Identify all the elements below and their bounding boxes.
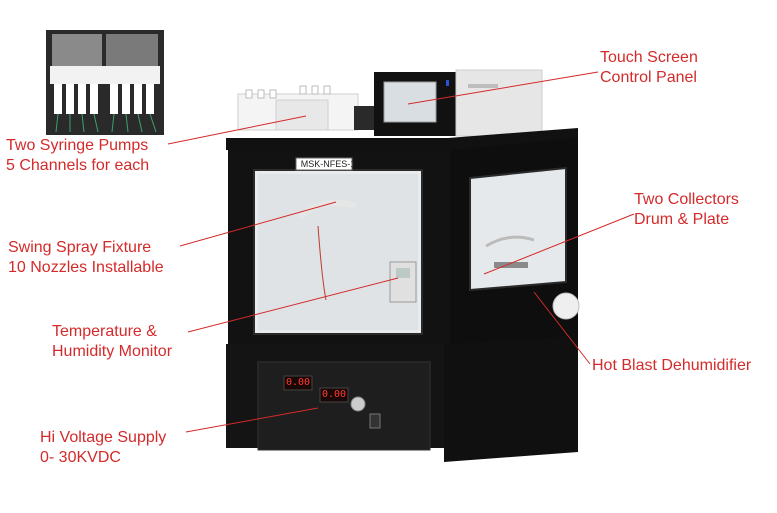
syringe-pump-inset-photo [46, 30, 164, 135]
right-readout-display: 0.00 [321, 389, 347, 400]
callout-dehumidifier-line-1: Hot Blast Dehumidifier [592, 357, 752, 374]
callout-hv-supply: Hi Voltage Supply 0- 30KVDC [40, 428, 166, 468]
model-plate-text: MSK-NFES-1 [300, 159, 356, 169]
callout-collectors-line-1: Two Collectors [634, 191, 739, 208]
callout-spray-fixture: Swing Spray Fixture 10 Nozzles Installab… [8, 238, 164, 278]
callout-hv-supply-line-2: 0- 30KVDC [40, 449, 121, 466]
leader-line-collectors [483, 213, 635, 275]
leader-line-syringe-pumps [167, 115, 307, 145]
callout-spray-fixture-line-2: 10 Nozzles Installable [8, 259, 164, 276]
callout-temp-humidity-line-2: Humidity Monitor [52, 343, 173, 360]
leader-line-spray-fixture [179, 201, 337, 247]
callout-spray-fixture-line-1: Swing Spray Fixture [8, 239, 152, 256]
callout-touch-screen-line-1: Touch Screen [600, 49, 698, 66]
callout-hv-supply-line-1: Hi Voltage Supply [40, 429, 167, 446]
touch-screen-control-box [374, 69, 543, 137]
left-readout-display: 0.00 [285, 377, 311, 388]
callout-syringe-pumps-line-2: 5 Channels for each [6, 157, 150, 174]
callout-collectors-line-2: Drum & Plate [634, 211, 730, 228]
leader-line-touch-screen [407, 71, 599, 105]
leader-line-hv-supply [185, 407, 319, 433]
callout-touch-screen-line-2: Control Panel [600, 69, 697, 86]
callout-temp-humidity-line-1: Temperature & [52, 323, 157, 340]
base-unit [226, 336, 578, 462]
leader-lines [167, 71, 635, 433]
callout-syringe-pumps-line-1: Two Syringe Pumps [6, 137, 149, 154]
leader-line-dehumidifier [533, 291, 591, 365]
callout-temp-humidity: Temperature & Humidity Monitor [52, 322, 172, 362]
leader-line-temp-humidity [187, 277, 399, 333]
callout-syringe-pumps: Two Syringe Pumps 5 Channels for each [6, 136, 149, 176]
callout-collectors: Two Collectors Drum & Plate [634, 190, 739, 230]
syringe-pump-assembly [237, 85, 378, 131]
callout-touch-screen: Touch Screen Control Panel [600, 48, 698, 88]
main-cabinet [226, 128, 580, 408]
callout-dehumidifier: Hot Blast Dehumidifier [592, 356, 751, 376]
